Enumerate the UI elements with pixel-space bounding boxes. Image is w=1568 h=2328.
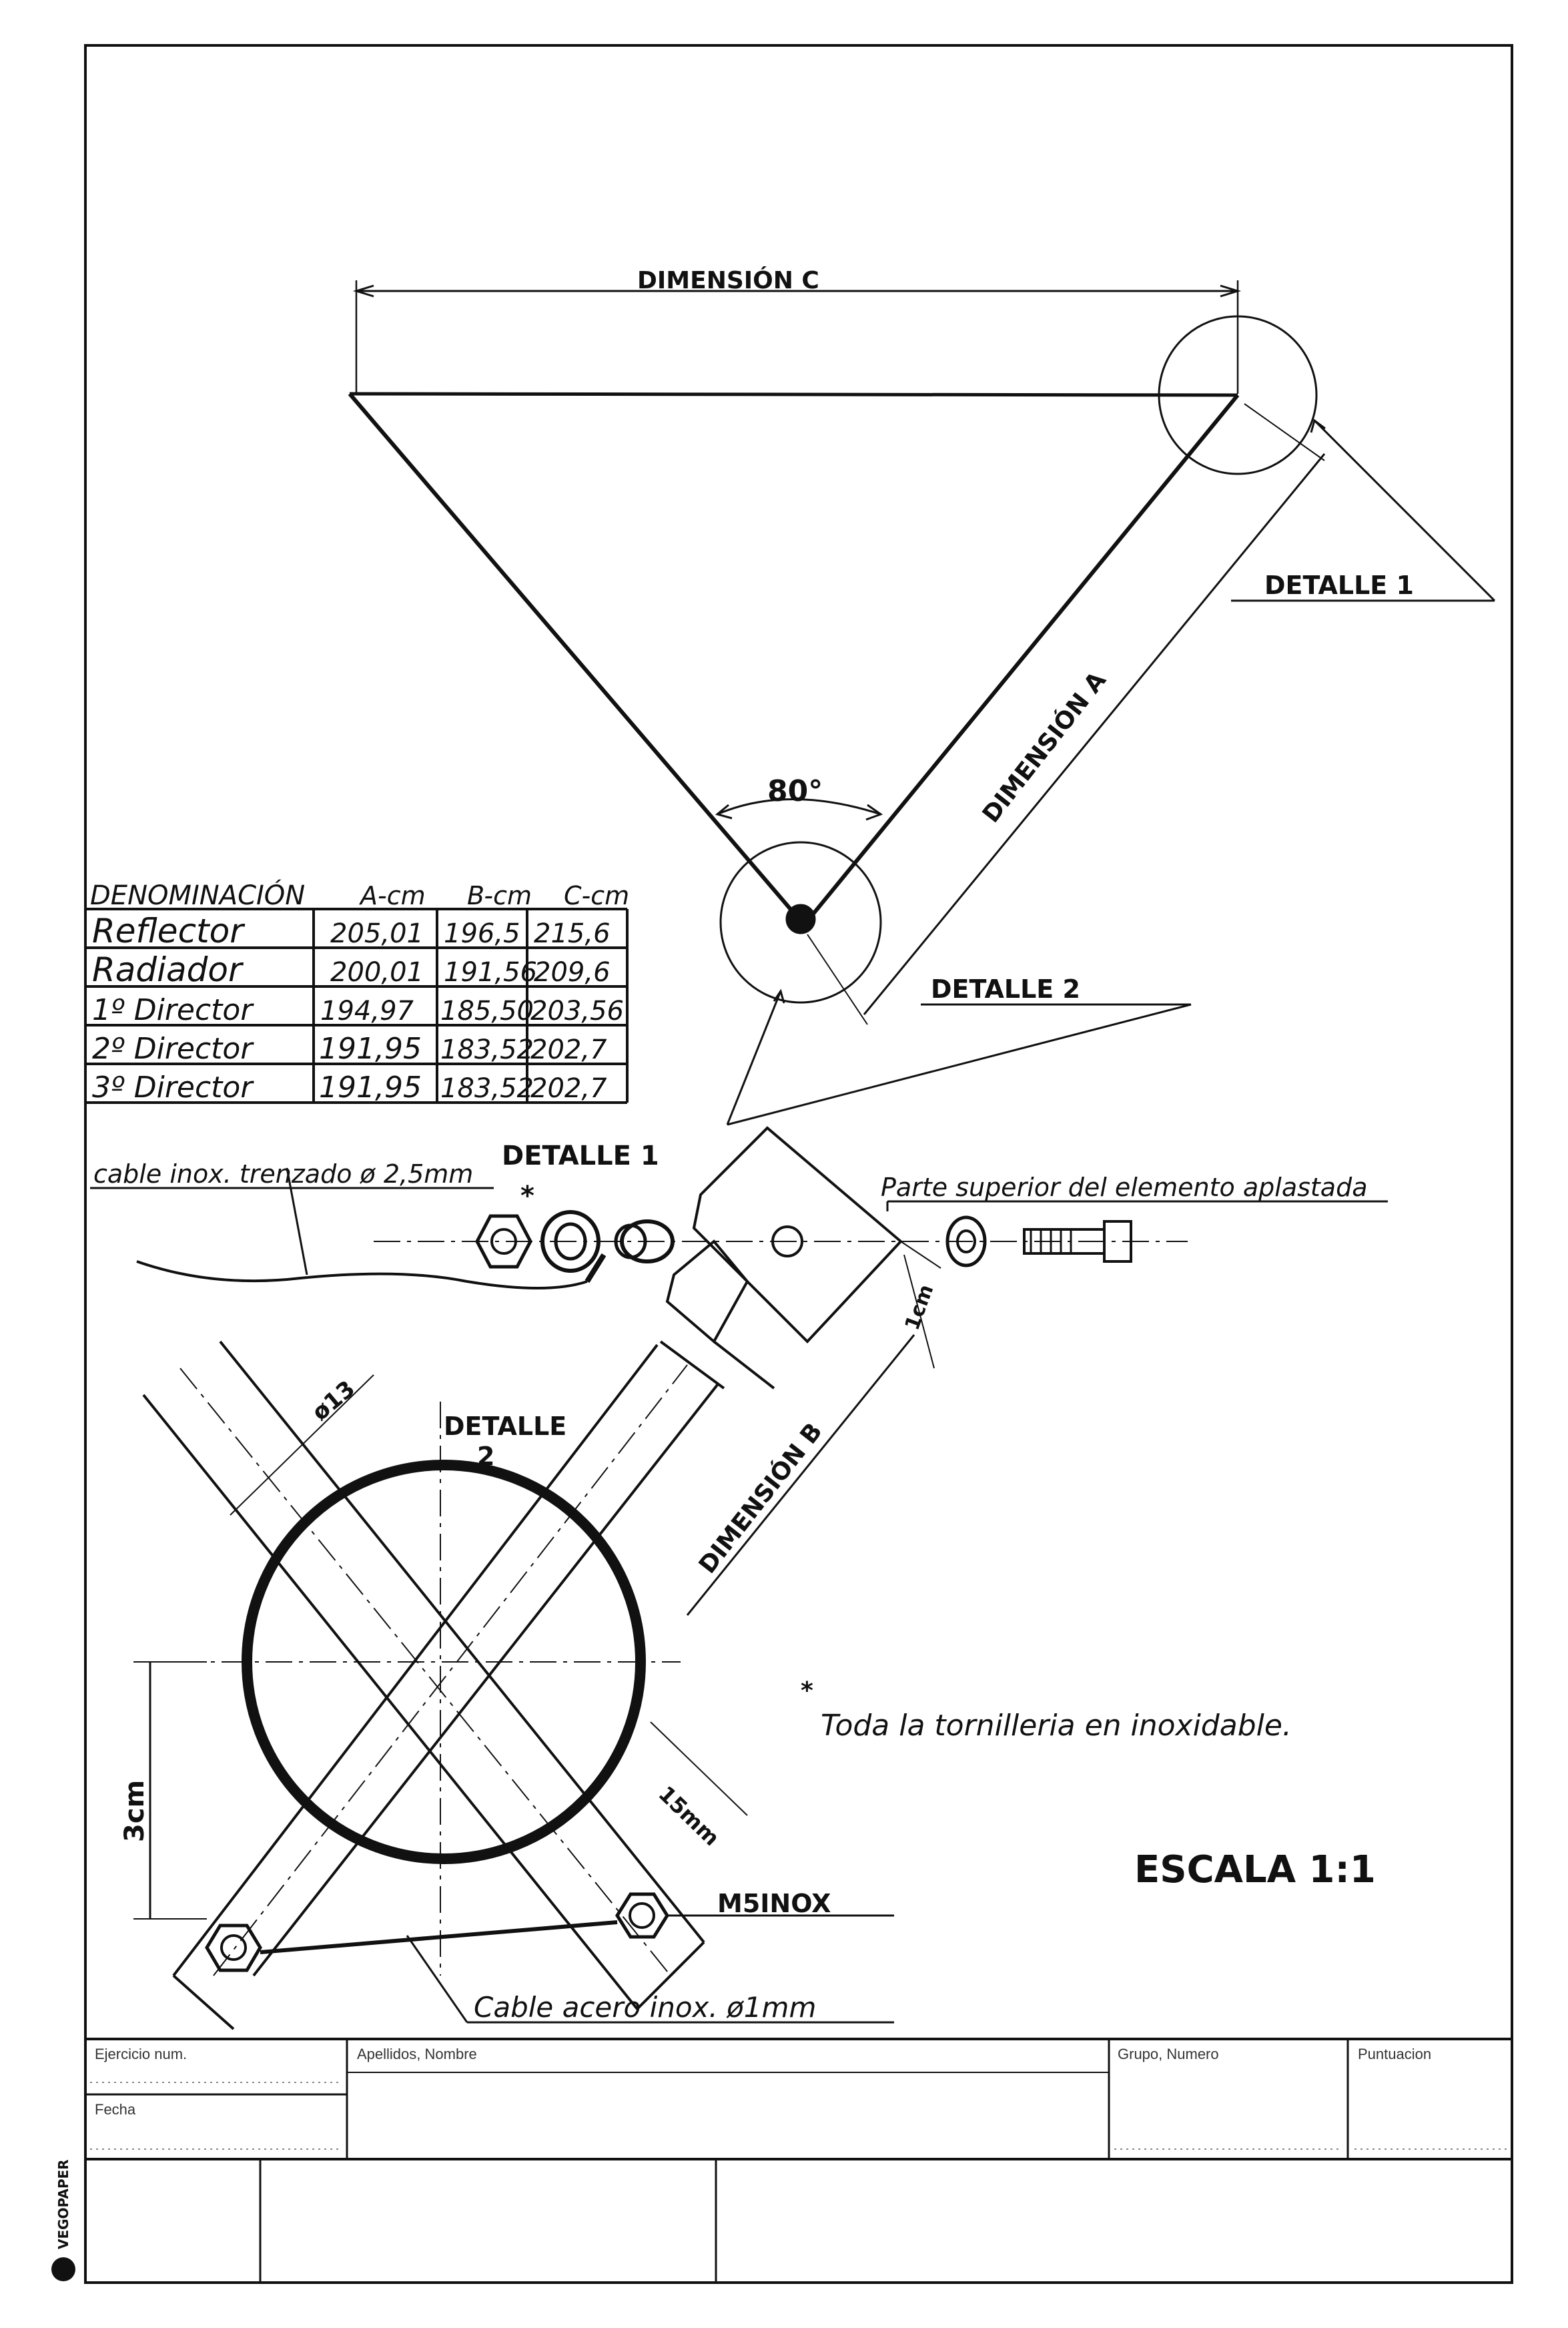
- dim-15mm-label: 15mm: [653, 1781, 724, 1851]
- table-cell: 202,7: [530, 1073, 607, 1104]
- table-cell: 194,97: [320, 996, 414, 1027]
- table-cell: 2º Director: [92, 1032, 254, 1066]
- dim-3cm-label: 3cm: [119, 1780, 150, 1842]
- table-cell: 191,95: [319, 1032, 422, 1066]
- element-triangle-view: [348, 280, 1496, 1126]
- detail-1-circle: [1158, 315, 1318, 475]
- detail-1-asterisk: *: [520, 1181, 534, 1211]
- detail-1-callout: DETALLE 1: [1264, 571, 1414, 600]
- sheet-border: [84, 44, 1513, 2284]
- dimensions-table-text: DENOMINACIÓN A-cm B-cm C-cm Reflector 20…: [90, 879, 629, 1105]
- dimensions-table: [85, 908, 629, 1104]
- brand-logo-icon: [51, 2257, 75, 2281]
- dimension-b-label: DIMENSIÓN B: [693, 1418, 828, 1579]
- detail-1-title: DETALLE 1: [502, 1141, 659, 1171]
- exercise-number-label: Ejercicio num.: [95, 2046, 187, 2062]
- table-cell: 191,56: [444, 957, 537, 988]
- dimension-c-label: DIMENSIÓN C: [637, 266, 819, 294]
- note-asterisk: *: [801, 1677, 813, 1705]
- detail-2-title-2: 2: [477, 1442, 494, 1471]
- table-header-b: B-cm: [467, 881, 532, 910]
- table-cell: Reflector: [92, 912, 246, 950]
- table-cell: 183,52: [440, 1035, 534, 1065]
- table-cell: 202,7: [530, 1035, 607, 1065]
- detail-1-drawing: [90, 1126, 1388, 1390]
- detail-1-1cm: 1cm: [901, 1281, 939, 1334]
- detail-2-drawing: [133, 1334, 915, 2030]
- table-cell: 196,5: [444, 918, 520, 949]
- steel-cable-label: Cable acero inox. ø1mm: [474, 1991, 816, 2024]
- angle-label: 80°: [767, 774, 823, 808]
- score-label: Puntuacion: [1358, 2046, 1431, 2062]
- table-cell: 209,6: [534, 957, 611, 988]
- table-cell: 185,50: [440, 996, 534, 1027]
- boom-circle: [242, 1460, 646, 1864]
- stainless-hardware-note: Toda la tornilleria en inoxidable.: [821, 1709, 1292, 1743]
- brand-text: VEGOPAPER: [55, 2159, 71, 2249]
- detail-1-cable-label: cable inox. trenzado ø 2,5mm: [93, 1159, 473, 1189]
- table-header-name: DENOMINACIÓN: [90, 879, 305, 911]
- table-cell: 191,95: [319, 1071, 422, 1105]
- table-cell: 205,01: [330, 918, 424, 949]
- scale-label: ESCALA 1:1: [1134, 1848, 1376, 1892]
- table-header-c: C-cm: [564, 881, 629, 910]
- brand-logo: VEGOPAPER: [51, 2159, 75, 2281]
- table-cell: 1º Director: [92, 993, 254, 1027]
- table-cell: 200,01: [330, 957, 424, 988]
- detail-2-circle: [719, 841, 882, 1004]
- table-cell: 3º Director: [92, 1071, 254, 1105]
- detail-2-callout: DETALLE 2: [931, 974, 1080, 1004]
- table-cell: 203,56: [530, 996, 624, 1027]
- title-block: [85, 2038, 1512, 2283]
- table-cell: 215,6: [534, 918, 611, 949]
- table-cell: Radiador: [92, 950, 244, 989]
- table-header-a: A-cm: [358, 881, 426, 910]
- diameter-13-label: ø13: [307, 1376, 360, 1426]
- date-label: Fecha: [95, 2101, 136, 2118]
- bolt-m5-label: M5INOX: [717, 1889, 831, 1918]
- group-label: Grupo, Numero: [1118, 2046, 1219, 2062]
- name-label: Apellidos, Nombre: [357, 2046, 477, 2062]
- table-cell: 183,52: [440, 1073, 534, 1104]
- detail-2-title-1: DETALLE: [444, 1412, 566, 1441]
- detail-1-top-note: Parte superior del elemento aplastada: [881, 1173, 1368, 1202]
